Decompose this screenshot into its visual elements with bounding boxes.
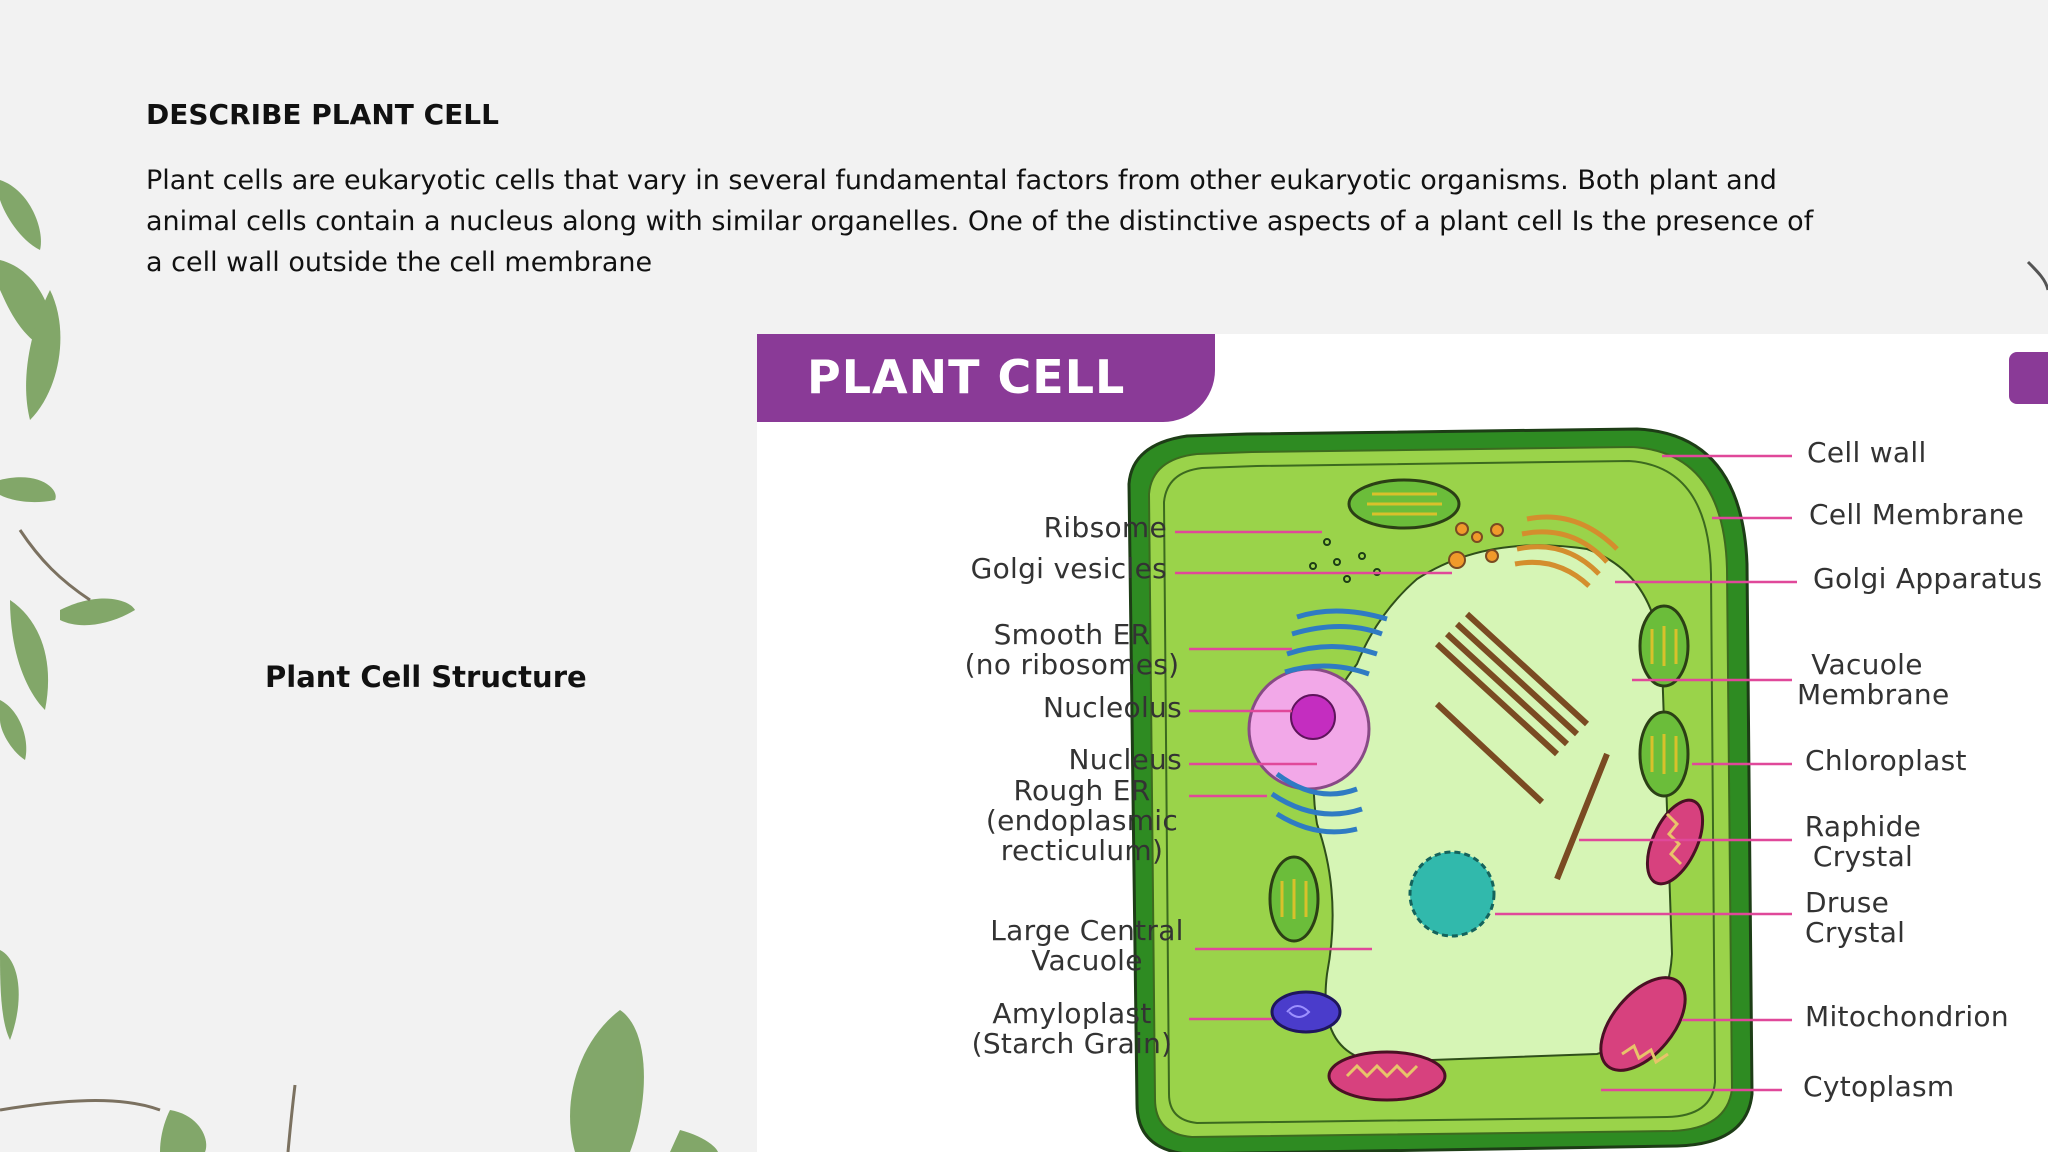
leaf-decoration-right [2026,260,2048,291]
label-druse-crystal: Druse Crystal [1805,886,1906,949]
raphide-crystal-shape [1434,611,1610,881]
plant-cell-diagram: PLANT CELL [757,334,2048,1152]
label-chloroplast: Chloroplast [1805,744,1967,777]
label-mitochondrion: Mitochondrion [1805,1000,2009,1033]
nucleolus-shape [1290,694,1336,740]
diagram-title: PLANT CELL [807,350,1126,404]
label-nucleolus: Nucleolus [1042,691,1182,724]
diagram-caption: Plant Cell Structure [265,660,587,694]
slide-body-text: Plant cells are eukaryotic cells that va… [146,165,1814,278]
cell-membrane-line [1162,459,1717,1125]
druse-crystal-shape [1408,850,1496,938]
label-cytoplasm: Cytoplasm [1803,1070,1955,1103]
label-golgi-apparatus: Golgi Apparatus [1813,562,2043,595]
label-cell-membrane: Cell Membrane [1809,498,2025,531]
diagram-title-banner: PLANT CELL [757,334,1215,422]
cell-illustration [1127,427,1797,1152]
brand-logo-icon [2009,352,2048,404]
vesicles-shape [1448,522,1504,569]
label-smooth-er: Smooth ER (no ribosomes) [964,618,1180,681]
label-golgi-vesicles: Golgi vesicles [970,552,1167,585]
amyloplast-shape [1270,990,1342,1034]
label-cell-wall: Cell wall [1807,436,1927,469]
label-large-central-vacuole: Large Central Vacuole [990,914,1184,977]
label-vacuole-membrane: Vacuole Membrane [1797,648,1950,711]
label-nucleus: Nucleus [1068,743,1182,776]
label-raphide-crystal: Raphide Crystal [1804,810,1922,873]
slide-heading: DESCRIBE PLANT CELL [146,98,499,131]
label-rough-er: Rough ER (endoplasmic recticulum) [985,774,1179,867]
label-leader-lines [1175,454,1797,1092]
label-ribosome: Ribsome [1043,511,1167,544]
smooth-er-shape [1284,608,1388,677]
rough-er-shape [1270,771,1363,835]
golgi-apparatus-shape [1514,514,1619,588]
label-amyloplast: Amyloplast (Starch Grain) [971,997,1173,1060]
leaf-decoration [0,180,718,1152]
